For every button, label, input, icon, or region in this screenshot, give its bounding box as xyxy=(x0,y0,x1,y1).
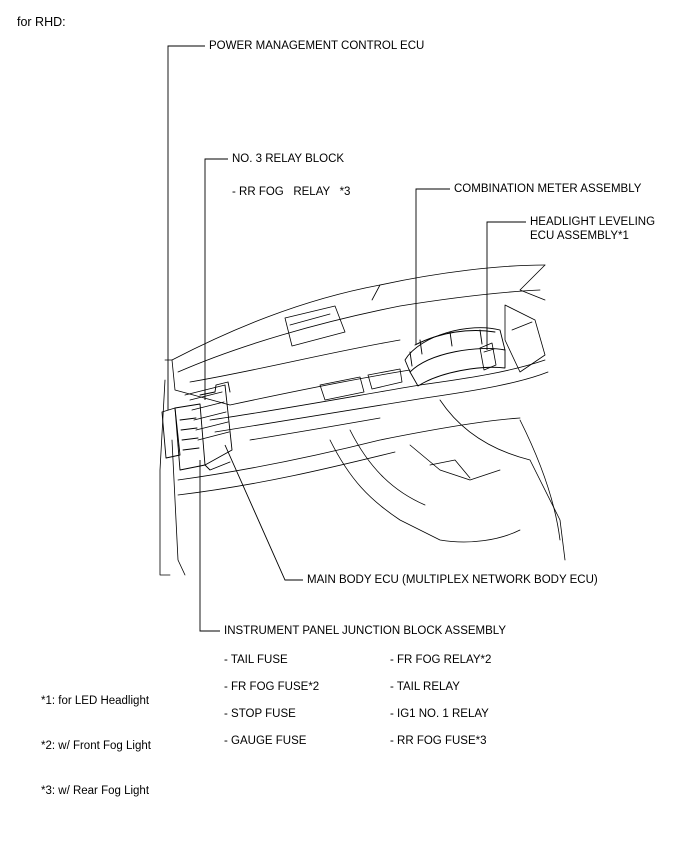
fuse-left-1: - TAIL FUSE xyxy=(224,654,288,666)
footnote-1: *1: for LED Headlight xyxy=(41,695,150,707)
footnote-2: *2: w/ Front Fog Light xyxy=(41,740,151,752)
fuse-right-4: - RR FOG FUSE*3 xyxy=(390,735,487,747)
dash-top-inner xyxy=(177,289,541,373)
headlight-leveling-ecu-illustration xyxy=(479,342,497,371)
label-power-management-ecu: POWER MANAGEMENT CONTROL ECU xyxy=(209,40,425,52)
leader-ip-junction xyxy=(199,460,220,632)
leader-main-body xyxy=(224,444,303,581)
fuse-right-2: - TAIL RELAY xyxy=(390,681,460,693)
leader-pm-ecu xyxy=(167,45,205,410)
fuse-left-4: - GAUGE FUSE xyxy=(224,735,307,747)
label-rr-fog-relay: - RR FOG RELAY *3 xyxy=(232,186,351,198)
fuse-right-1: - FR FOG RELAY*2 xyxy=(390,654,492,666)
footnote-3: *3: w/ Rear Fog Light xyxy=(41,785,150,797)
label-ip-junction-block: INSTRUMENT PANEL JUNCTION BLOCK ASSEMBLY xyxy=(224,625,507,637)
center-vent-left xyxy=(319,376,365,401)
junction-block-module xyxy=(161,381,233,471)
fuse-left-2: - FR FOG FUSE*2 xyxy=(224,681,320,693)
center-console xyxy=(329,439,521,543)
left-pillar xyxy=(159,379,171,576)
fuse-right-3: - IG1 NO. 1 RELAY xyxy=(390,708,489,720)
label-headlight-leveling-2: ECU ASSEMBLY*1 xyxy=(530,230,629,242)
center-recess xyxy=(284,305,346,347)
page-heading: for RHD: xyxy=(17,15,66,29)
leader-combo-meter xyxy=(415,188,450,345)
combination-meter-illustration xyxy=(404,327,506,387)
label-headlight-leveling-1: HEADLIGHT LEVELING xyxy=(530,216,656,228)
label-main-body-ecu: MAIN BODY ECU (MULTIPLEX NETWORK BODY EC… xyxy=(307,574,598,586)
center-vent-right xyxy=(367,368,403,390)
fuse-left-3: - STOP FUSE xyxy=(224,708,296,720)
leader-headlight xyxy=(486,221,526,350)
label-combination-meter: COMBINATION METER ASSEMBLY xyxy=(454,183,642,195)
leader-relay-block xyxy=(204,158,228,400)
label-relay-block: NO. 3 RELAY BLOCK xyxy=(232,153,345,165)
dash-top-outline xyxy=(171,264,546,361)
